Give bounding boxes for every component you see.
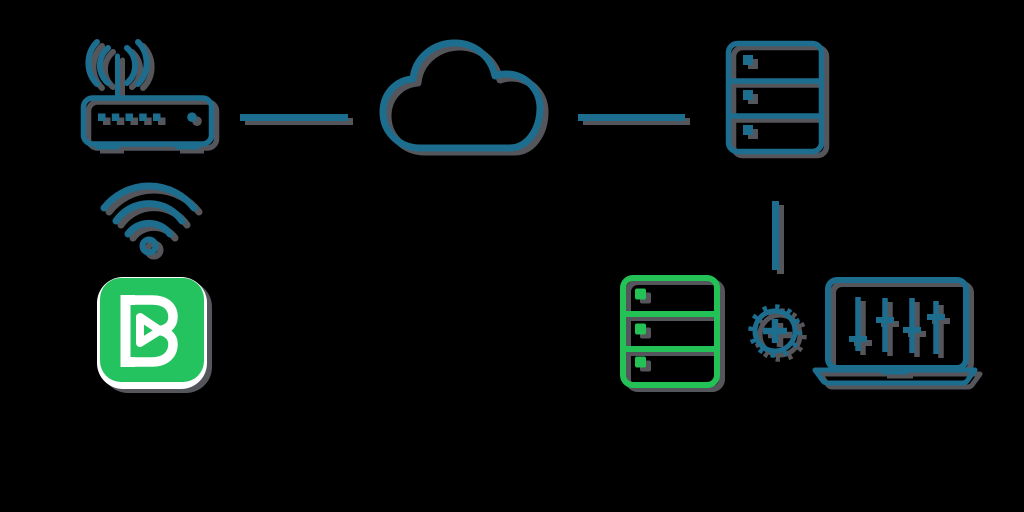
laptop-base [812,367,978,386]
wifi-icon [100,182,198,256]
server-drive-led [743,55,753,65]
server-chassis [620,275,720,388]
gear-plus-icon [748,304,802,358]
laptop-sliders-icon [812,277,978,386]
wifi-arc [112,200,186,225]
server-drive-led [635,356,646,368]
cloud-outline [379,39,544,152]
server-chassis [725,40,825,155]
b-play-logo-icon [97,277,207,389]
server-drive-led [635,288,646,300]
server-icon-green [620,275,720,388]
connector-router-cloud [240,114,348,121]
server-drive-led [635,323,646,335]
wifi-arc [100,182,198,212]
laptop-screen [825,277,969,371]
server-drive-led [743,90,753,100]
cloud-icon [379,39,544,152]
router-antenna [85,39,150,101]
wifi-dot [139,236,159,256]
wifi-arc [124,219,174,238]
laptop-base-notch [882,369,908,375]
router-icon [80,39,215,150]
server-icon [725,40,825,155]
gear-teeth [748,304,802,358]
router-body [80,95,215,150]
connector-server-down [772,201,779,270]
mixer-sliders [849,297,945,354]
server-drive-led [743,125,753,135]
connector-cloud-server [578,114,685,121]
logo-play-triangle [136,313,164,347]
logo-letter-b [120,295,178,367]
plus-glyph [763,319,787,343]
gear-ring [752,308,798,354]
